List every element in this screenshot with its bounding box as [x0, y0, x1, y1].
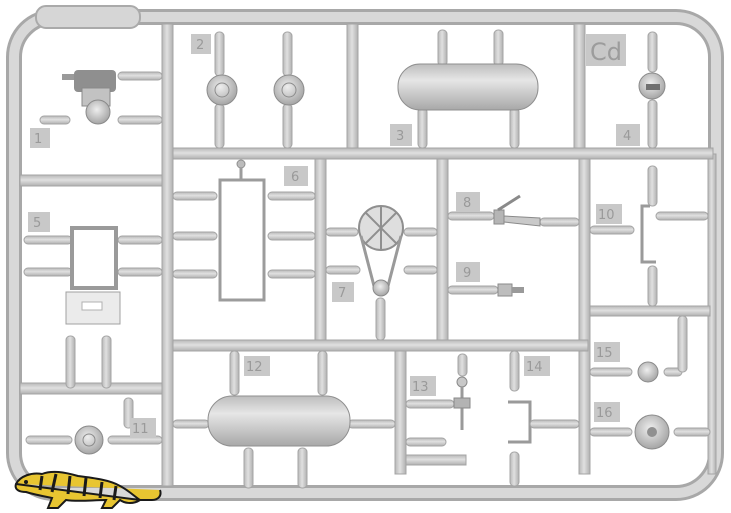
- number-tabs: 1 2 3 4 5 6 7 8 9 10 11 12 13 14 15 16 C…: [28, 34, 640, 438]
- svg-text:3: 3: [396, 129, 404, 144]
- part-16-cap: [589, 414, 711, 450]
- svg-text:11: 11: [132, 422, 149, 437]
- part-14-bracket: [508, 350, 580, 487]
- svg-text:5: 5: [33, 216, 41, 231]
- internal-runners: [19, 23, 717, 487]
- part-12-air-tank: [172, 350, 396, 489]
- part-6-rod-frame: [172, 159, 316, 302]
- sprue-code-label: Cd: [586, 34, 626, 66]
- svg-text:1: 1: [34, 132, 42, 147]
- part-number-7: 7: [332, 282, 354, 302]
- part-number-11: 11: [130, 418, 156, 438]
- part-number-2: 2: [191, 34, 211, 54]
- svg-text:2: 2: [196, 38, 204, 53]
- svg-text:4: 4: [623, 129, 631, 144]
- part-number-4: 4: [616, 124, 640, 146]
- part-number-8: 8: [456, 192, 480, 212]
- svg-text:14: 14: [526, 360, 543, 375]
- svg-text:7: 7: [338, 286, 346, 301]
- part-15-washer: [589, 315, 688, 383]
- svg-text:10: 10: [598, 208, 615, 223]
- part-11-wheel: [25, 397, 163, 455]
- part-3-air-tank: [397, 29, 539, 149]
- part-number-14: 14: [524, 356, 550, 376]
- part-number-10: 10: [596, 204, 622, 224]
- part-13-tap: [405, 353, 471, 447]
- svg-text:15: 15: [596, 346, 613, 361]
- tiger-logo-icon: [14, 470, 162, 509]
- part-4-gauge: [638, 31, 666, 149]
- part-number-16: 16: [594, 402, 620, 422]
- part-number-6: 6: [284, 166, 308, 186]
- part-number-3: 3: [390, 124, 412, 146]
- part-number-9: 9: [456, 262, 480, 282]
- part-number-12: 12: [244, 356, 270, 376]
- part-8-valve: [447, 194, 580, 227]
- part-number-5: 5: [28, 212, 50, 232]
- part-9-fitting: [447, 283, 524, 297]
- svg-text:6: 6: [291, 170, 299, 185]
- svg-text:12: 12: [246, 360, 263, 375]
- svg-text:8: 8: [463, 196, 471, 211]
- part-10-bracket: [589, 165, 709, 307]
- part-number-13: 13: [410, 376, 436, 396]
- part-2-pulleys: [206, 31, 305, 149]
- svg-text:Cd: Cd: [590, 38, 622, 66]
- part-7-fan-belt: [325, 205, 438, 341]
- part-number-15: 15: [594, 342, 620, 362]
- part-number-1: 1: [30, 128, 50, 148]
- svg-text:9: 9: [463, 266, 471, 281]
- part-1-compressor: [39, 70, 163, 125]
- svg-text:16: 16: [596, 406, 613, 421]
- svg-text:13: 13: [412, 380, 429, 395]
- part-5-bracket: [23, 226, 163, 389]
